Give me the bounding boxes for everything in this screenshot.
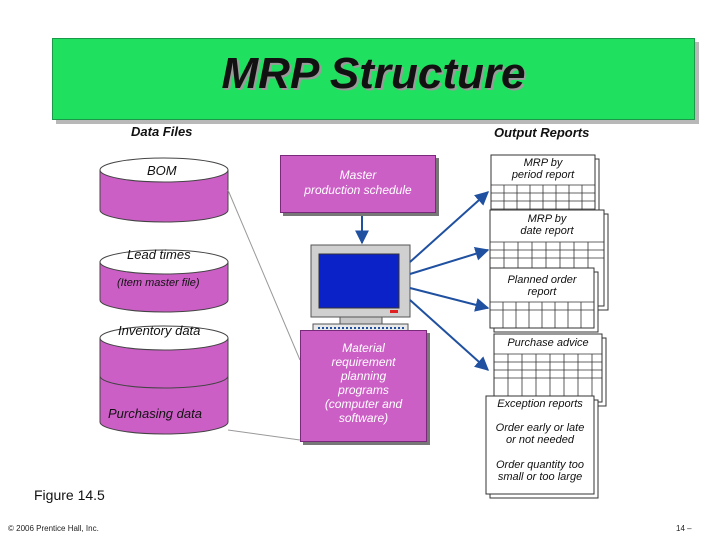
planned-order-line2: report <box>527 286 557 298</box>
output-reports-header: Output Reports <box>494 125 590 140</box>
purchasing-label: Purchasing data <box>108 406 202 421</box>
page-number: 14 – <box>676 524 692 533</box>
output-arrows <box>409 191 490 371</box>
mrp-date-line2: date report <box>520 225 574 237</box>
planned-order-line1: Planned order <box>507 274 577 286</box>
inventory-purchasing-cylinder <box>99 325 229 435</box>
page-title: MRP Structure <box>221 49 526 98</box>
order-early-late-label: Order early or late or not needed <box>486 422 594 446</box>
item-master-label: (Item master file) <box>117 277 200 289</box>
master-production-schedule-box: Master production schedule <box>280 155 436 213</box>
title-banner: MRP Structure <box>52 38 695 120</box>
report-exception <box>485 395 599 499</box>
bom-cylinder <box>99 157 229 223</box>
order-early-line1: Order early or late <box>495 422 585 434</box>
mrp-line3: planning <box>340 369 387 383</box>
mps-line2: production schedule <box>304 183 412 197</box>
figure-caption: Figure 14.5 <box>34 487 105 503</box>
order-early-line2: or not needed <box>506 434 574 446</box>
mps-line1: Master <box>339 168 377 182</box>
order-qty-line2: small or too large <box>497 471 583 483</box>
mrp-period-line1: MRP by <box>523 157 563 169</box>
mrp-line6: software) <box>338 411 389 425</box>
purchase-advice-label: Purchase advice <box>507 337 589 349</box>
bom-label: BOM <box>147 163 177 178</box>
mrp-date-line1: MRP by <box>527 213 567 225</box>
mrp-line2: requirement <box>331 355 396 369</box>
mrp-line4: programs <box>338 383 389 397</box>
inventory-label: Inventory data <box>118 323 201 338</box>
computer-icon <box>310 244 411 333</box>
copyright: © 2006 Prentice Hall, Inc. <box>8 524 99 533</box>
report-planned-order <box>489 267 599 333</box>
data-files-header: Data Files <box>131 124 193 139</box>
order-qty-line1: Order quantity too <box>495 459 585 471</box>
mrp-date-label: MRP by date report <box>490 213 604 237</box>
exception-reports-label: Exception reports <box>497 398 583 410</box>
mrp-line5: (computer and <box>324 397 403 411</box>
planned-order-label: Planned order report <box>490 274 594 298</box>
mrp-program-box: Material requirement planning programs (… <box>300 330 427 442</box>
mrp-line1: Material <box>342 341 385 355</box>
lead-times-label: Lead times <box>127 247 191 262</box>
mrp-period-line2: period report <box>511 169 575 181</box>
lead-times-cylinder <box>99 249 229 313</box>
report-purchase-advice <box>493 333 607 407</box>
mrp-period-label: MRP by period report <box>491 157 595 181</box>
order-quantity-label: Order quantity too small or too large <box>486 459 594 483</box>
